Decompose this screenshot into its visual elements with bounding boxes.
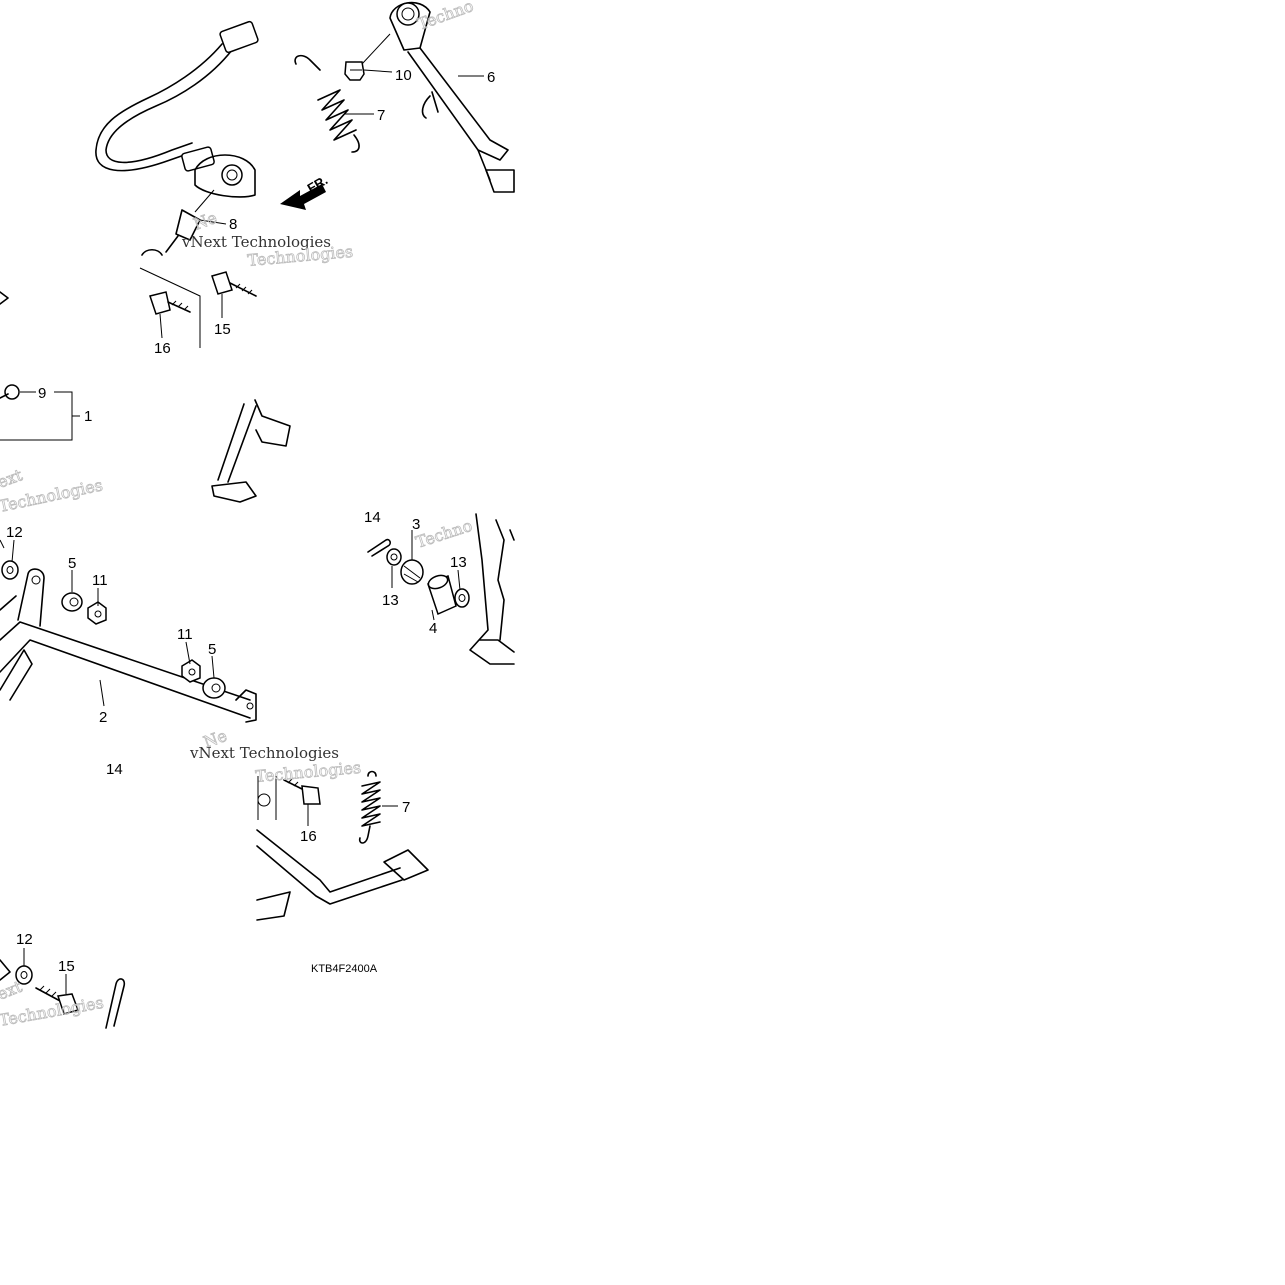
callout-1: 1 — [84, 408, 92, 425]
callout-12-bottom: 12 — [16, 931, 33, 948]
bracket-stub — [0, 291, 9, 305]
callout-6: 6 — [487, 69, 495, 86]
callout-12: 12 — [6, 524, 23, 541]
watermark-top: vNext Technologies — [181, 233, 331, 251]
diagram-code: KTB4F2400A — [311, 963, 378, 975]
collar-5-mid — [202, 677, 226, 699]
callout-11: 11 — [92, 572, 108, 589]
callout-14-partial: 14 — [106, 761, 123, 778]
callout-15-bottom: 15 — [58, 958, 75, 975]
callout-2: 2 — [99, 709, 107, 726]
bushing-3 — [400, 559, 424, 585]
watermark-tech-bottom: Technologies — [0, 993, 105, 1030]
callout-7: 7 — [377, 107, 385, 124]
watermarks: Techno Ne vNext Technologies Technologie… — [0, 0, 476, 1030]
watermark-ext-left: ext — [0, 465, 25, 492]
stand-edge — [0, 539, 5, 549]
spring-7-bottom — [358, 770, 381, 844]
side-stand-foot — [211, 399, 291, 503]
callout-4: 4 — [429, 620, 437, 637]
callout-9: 9 — [38, 385, 46, 402]
washer-13-left — [386, 548, 402, 566]
callout-14: 14 — [364, 509, 381, 526]
collar-5-top — [61, 592, 83, 612]
callout-5-mid: 5 — [208, 641, 216, 658]
callout-16-bottom: 16 — [300, 828, 317, 845]
leader-lines — [11, 33, 484, 994]
bolt-16-bottom — [283, 778, 321, 805]
bolt-15-top — [211, 271, 257, 297]
nut-11-top — [87, 601, 107, 625]
callout-13-right: 13 — [450, 554, 467, 571]
watermark-techno-mid: Techno — [413, 516, 474, 552]
callout-15: 15 — [214, 321, 231, 338]
spring-7-top — [294, 54, 360, 153]
callout-13-left: 13 — [382, 592, 399, 609]
watermark-mid: vNext Technologies — [189, 744, 339, 762]
nut-11-mid — [181, 659, 201, 683]
speed-sensor-cable — [95, 20, 259, 256]
spring-hook-bottom — [105, 978, 126, 1029]
callout-labels: 10 6 7 8 16 15 9 1 12 5 11 2 11 5 14 14 … — [6, 67, 495, 975]
bolt-10 — [344, 61, 365, 81]
callout-11-mid: 11 — [177, 626, 193, 643]
bolt-16-top — [149, 291, 191, 315]
callout-5: 5 — [68, 555, 76, 572]
cotter-pin-14 — [367, 538, 391, 557]
bolt-15-bottom — [35, 985, 79, 1015]
washer-13-right — [454, 588, 470, 608]
callout-8: 8 — [229, 216, 237, 233]
collar-4 — [427, 574, 457, 616]
washer-12-top — [1, 560, 19, 580]
callout-3: 3 — [412, 516, 420, 533]
stand-pedal — [256, 793, 429, 921]
main-stand — [0, 568, 257, 723]
callout-16: 16 — [154, 340, 171, 357]
stand-frame-right — [469, 513, 515, 665]
callout-7-bottom: 7 — [402, 799, 410, 816]
watermark-tech-mid: Technologies — [255, 758, 362, 786]
side-stand-assembly — [389, 1, 515, 193]
callout-10: 10 — [395, 67, 412, 84]
front-arrow — [280, 184, 326, 210]
frame-outline — [139, 267, 201, 348]
stand-stub-bottom — [0, 959, 11, 981]
bolt-9 — [0, 384, 20, 400]
